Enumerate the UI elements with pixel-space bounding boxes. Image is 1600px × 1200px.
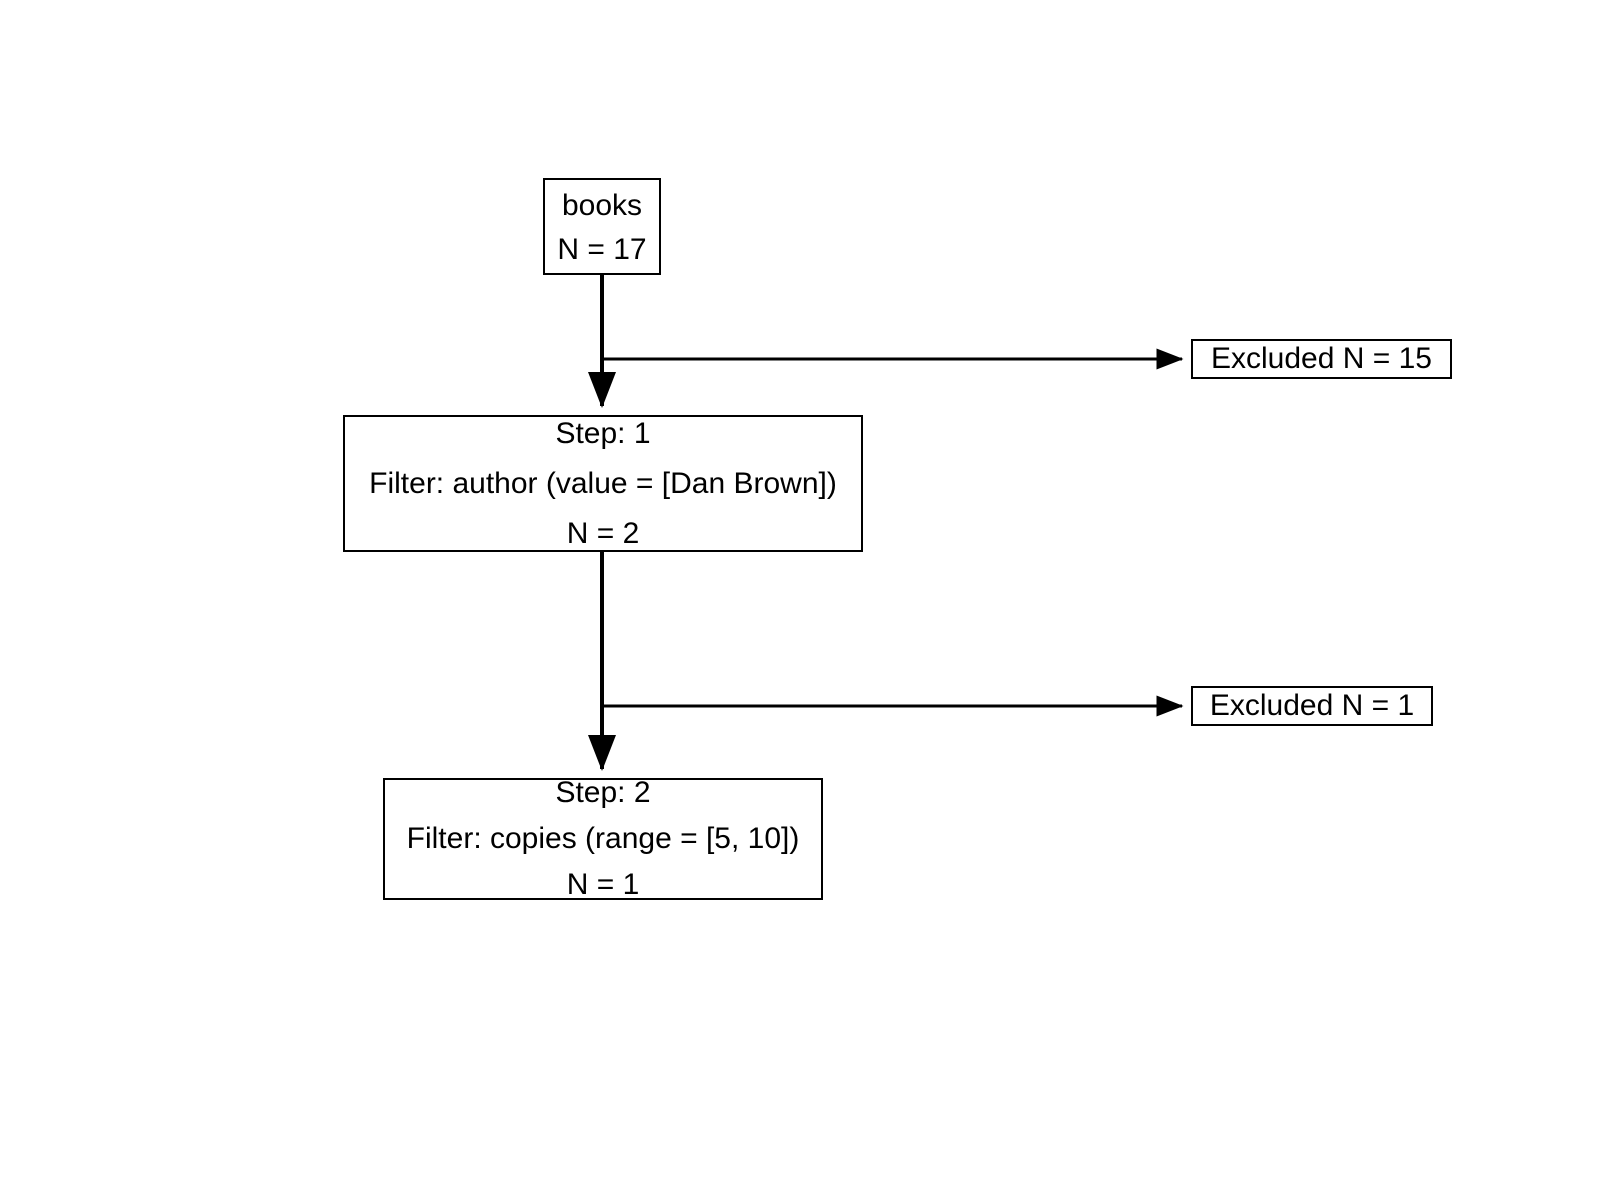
step-2-filter-label: Filter: copies (range = [5, 10])	[406, 822, 800, 855]
node-source-books[interactable]: books N = 17	[543, 178, 661, 275]
step-1-count-label: N = 2	[566, 516, 640, 550]
source-count-label: N = 17	[557, 232, 647, 266]
node-excluded-1[interactable]: Excluded N = 15	[1191, 339, 1452, 379]
node-step-2[interactable]: Step: 2 Filter: copies (range = [5, 10])…	[383, 778, 823, 900]
step-1-filter-label: Filter: author (value = [Dan Brown])	[369, 466, 837, 500]
excluded-2-label: Excluded N = 1	[1209, 689, 1415, 722]
node-step-1[interactable]: Step: 1 Filter: author (value = [Dan Bro…	[343, 415, 863, 552]
node-excluded-2[interactable]: Excluded N = 1	[1191, 686, 1433, 726]
step-1-step-label: Step: 1	[555, 416, 651, 450]
step-2-step-label: Step: 2	[555, 776, 651, 809]
step-2-count-label: N = 1	[566, 868, 640, 901]
excluded-1-label: Excluded N = 15	[1211, 342, 1432, 375]
source-table-label: books	[561, 188, 643, 222]
